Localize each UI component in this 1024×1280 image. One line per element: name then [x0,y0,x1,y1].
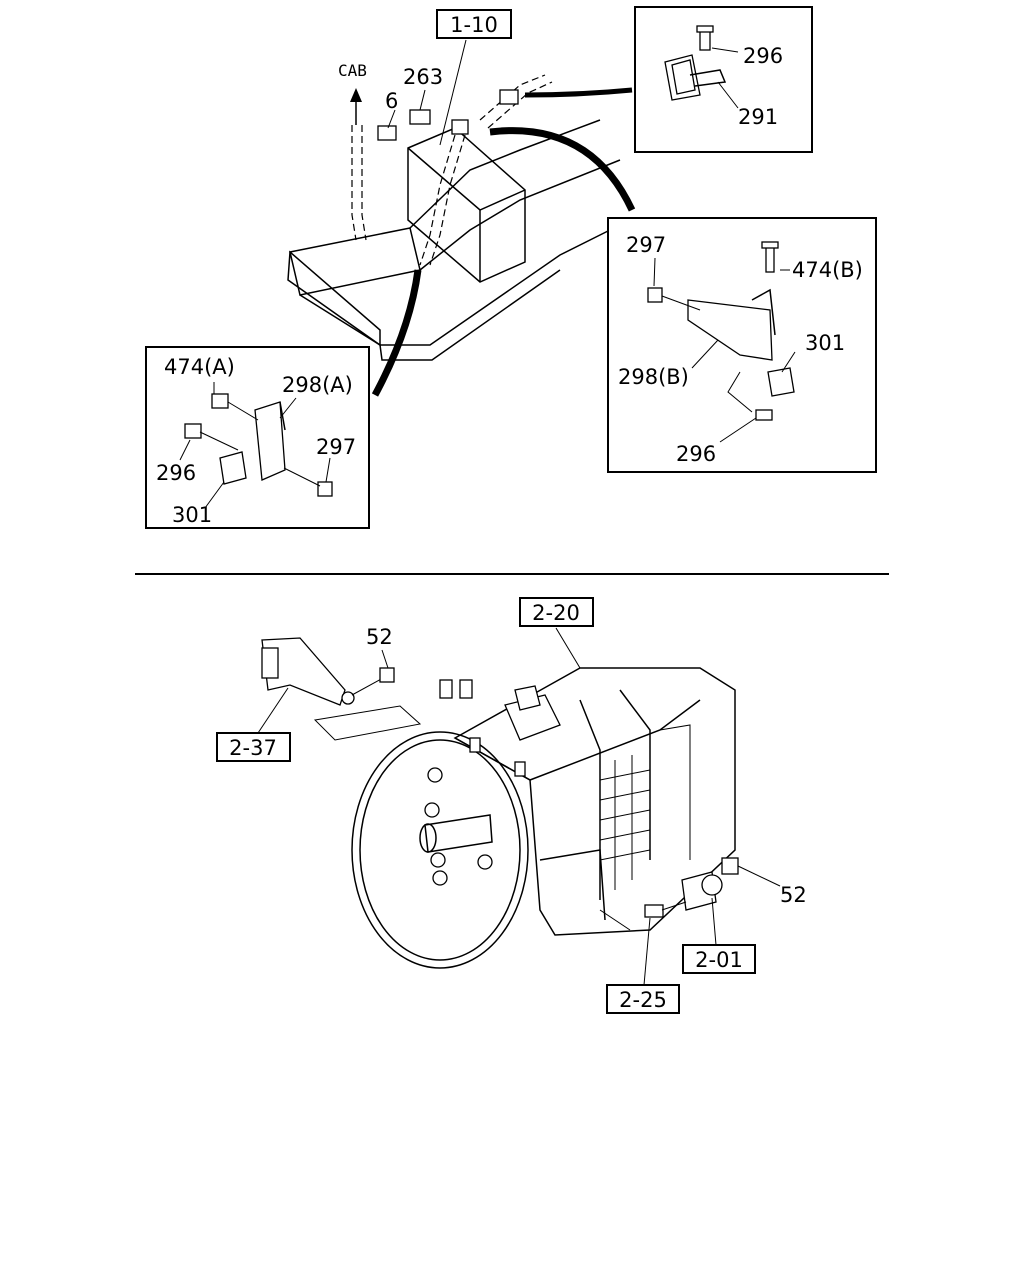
part-label-298b: 298(B) [618,365,689,389]
ref-label-2-25: 2-25 [619,988,667,1012]
ref-box-2-20 [519,597,594,627]
part-label-52-right: 52 [780,883,807,907]
ref-label-2-01: 2-01 [695,948,743,972]
part-label-301-right: 301 [805,331,845,355]
part-label-297-left: 297 [316,435,356,459]
ref-box-2-37 [216,732,291,762]
bracket-298b-drawing [647,241,795,421]
clamp-291-drawing [664,25,727,101]
bracket-298a-drawing [184,393,333,497]
part-label-474b: 474(B) [792,258,863,282]
transmission-assembly [261,637,739,969]
part-label-52-top: 52 [366,625,393,649]
part-label-296-left: 296 [156,461,196,485]
ref-box-1-10 [436,9,512,39]
ref-label-2-37: 2-37 [229,736,277,760]
cab-label: CAB [338,61,367,80]
ref-label-1-10: 1-10 [450,13,498,37]
part-label-298a: 298(A) [282,373,353,397]
part-label-296-right: 296 [676,442,716,466]
part-label-474a: 474(A) [164,355,235,379]
part-label-301-left: 301 [172,503,212,527]
ref-label-2-20: 2-20 [532,601,580,625]
frame-assembly [287,39,636,397]
part-label-6: 6 [385,89,398,113]
part-label-291: 291 [738,105,778,129]
ref-box-2-25 [606,984,680,1014]
ref-box-2-01 [682,944,756,974]
part-label-263: 263 [403,65,443,89]
part-label-297-right: 297 [626,233,666,257]
part-label-296-top: 296 [743,44,783,68]
